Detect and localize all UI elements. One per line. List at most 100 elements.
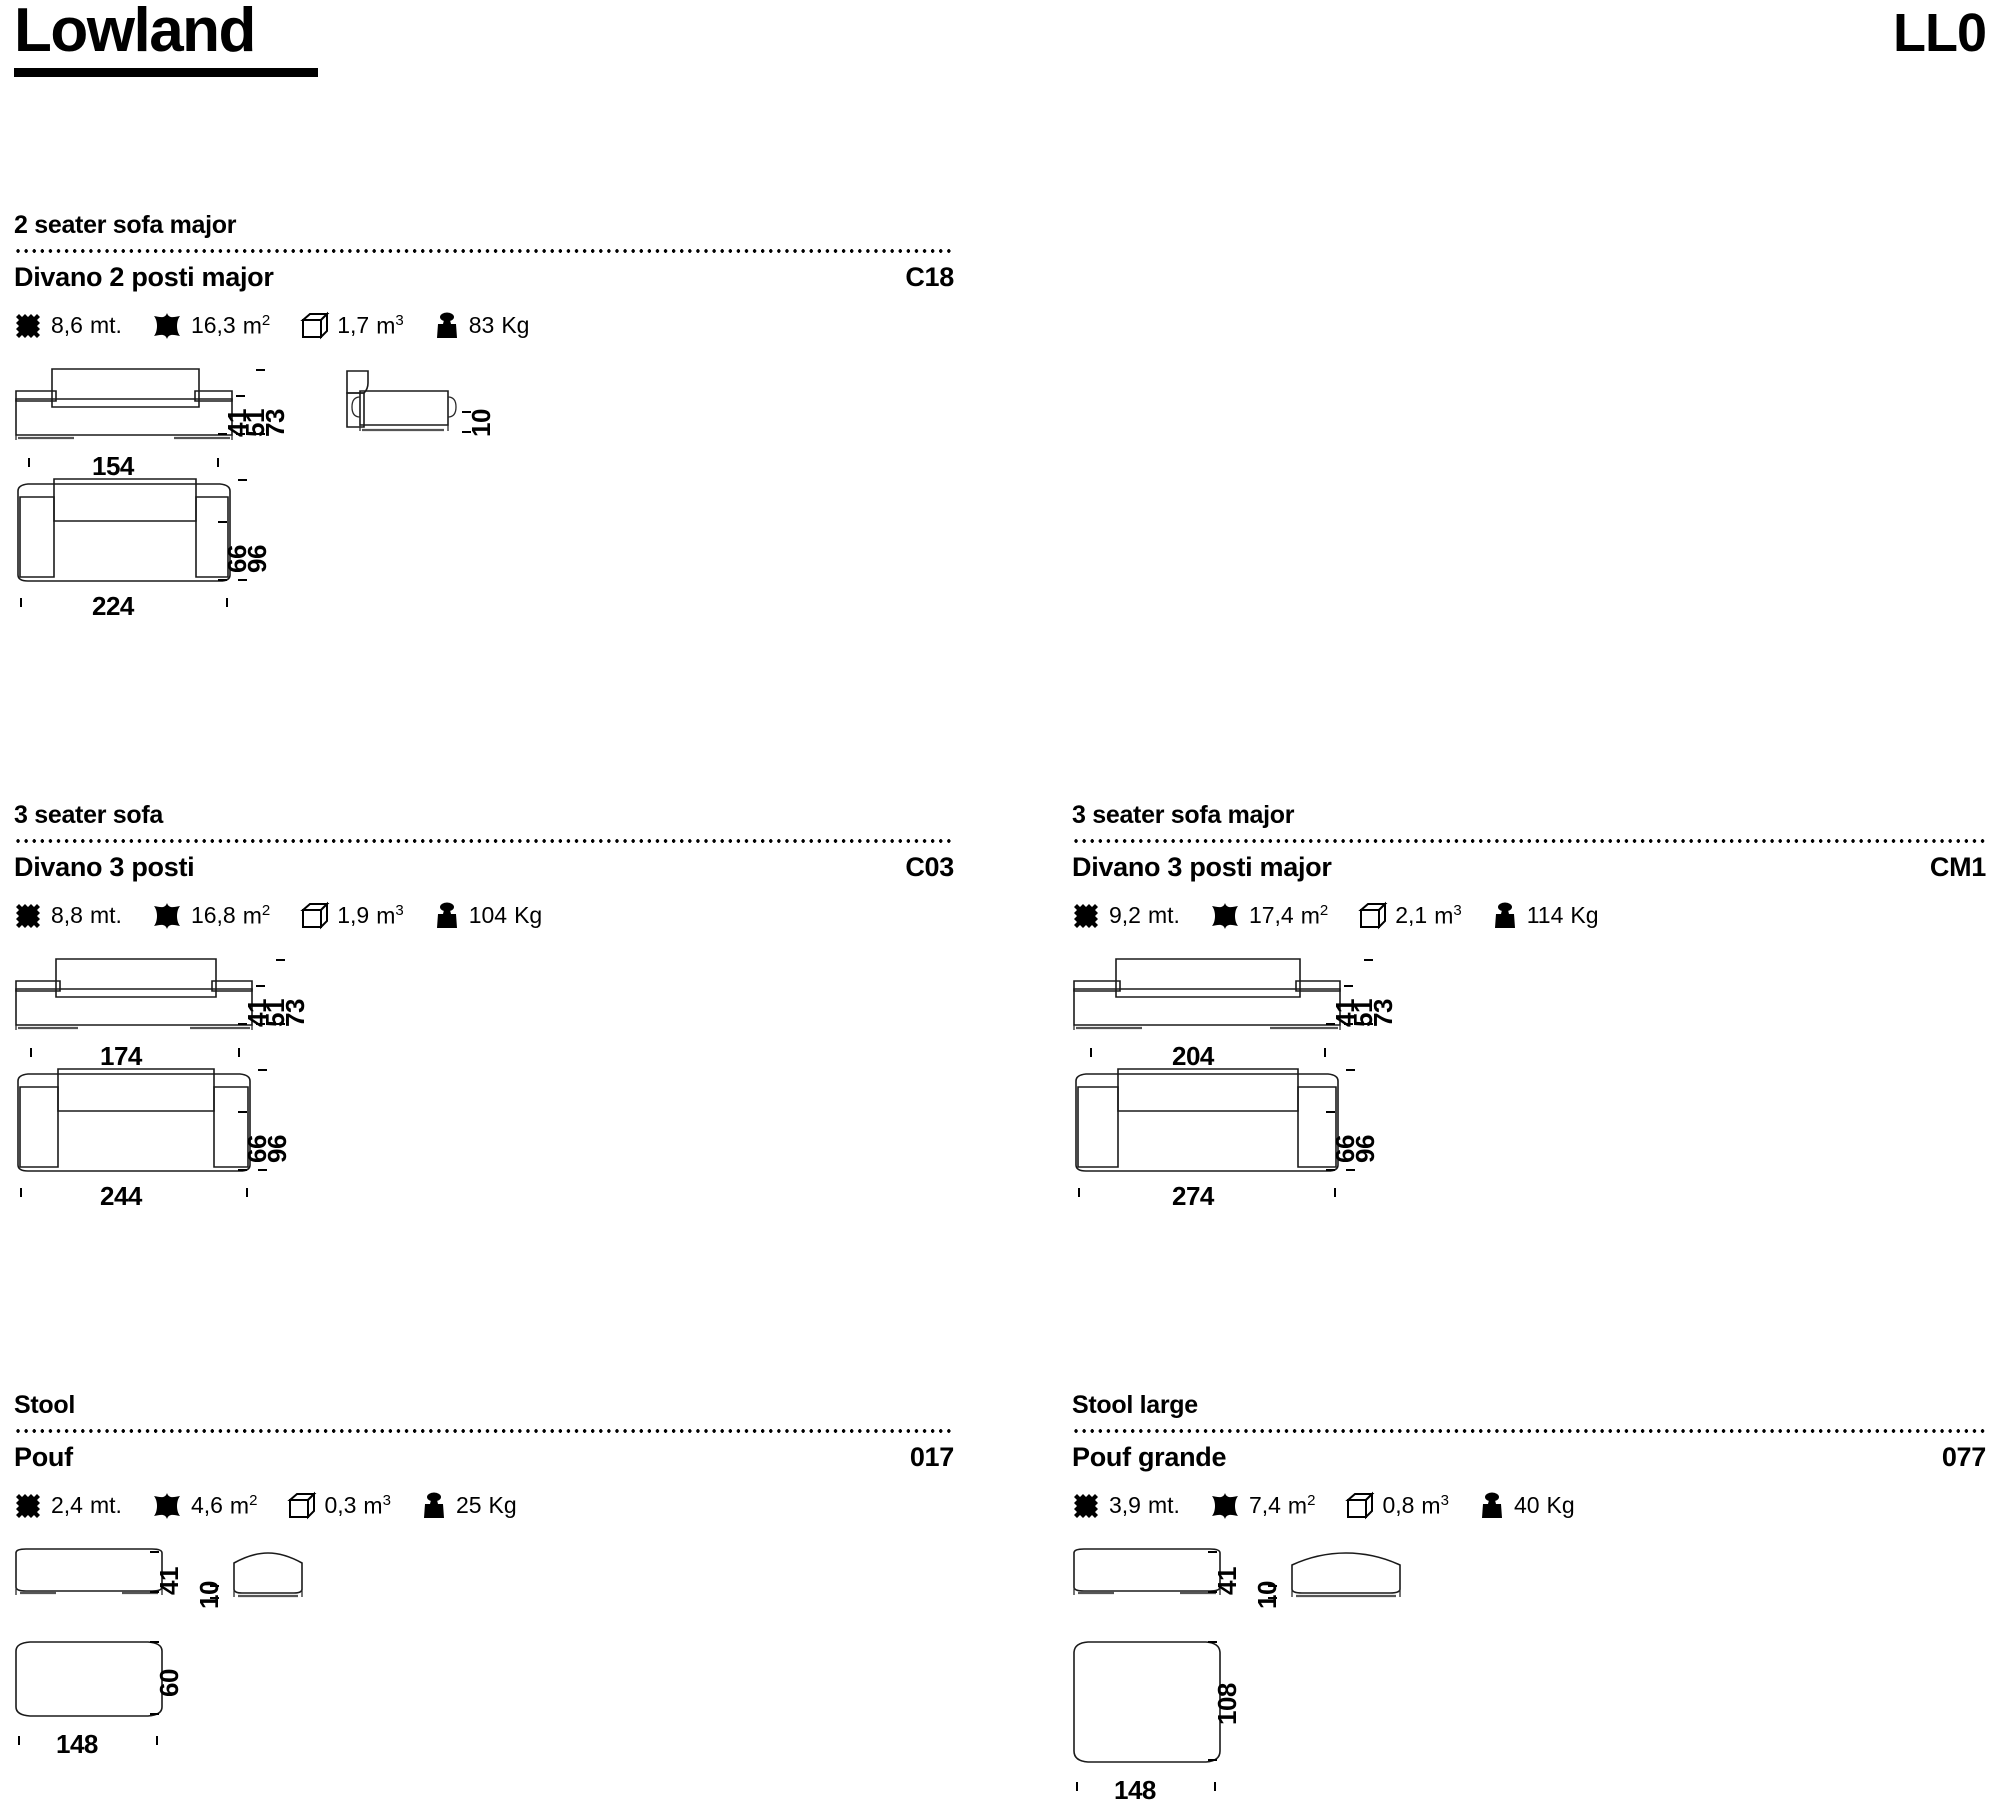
spec-row: 8,6 mt. 16,3 m2 1,7 m3 bbox=[14, 309, 954, 343]
product-title-it: Pouf grande bbox=[1072, 1441, 1227, 1472]
drawings-stool-large: 41 10 108 148 bbox=[1072, 1547, 1986, 1805]
product-title-en: Stool large bbox=[1072, 1391, 1198, 1419]
page-code: LL0 bbox=[1892, 3, 1987, 63]
product-divider bbox=[14, 248, 954, 253]
product-code: C18 bbox=[905, 261, 954, 292]
product-block-stool: Stool Pouf 017 2,4 mt. 4,6 m2 bbox=[14, 1391, 954, 1805]
spec-fabric-unit: mt. bbox=[89, 312, 122, 338]
volume-cube-icon bbox=[300, 901, 330, 929]
spec-volume: 0,3 m3 bbox=[287, 1491, 391, 1520]
spec-leather-unit: m2 bbox=[229, 1492, 258, 1519]
product-divider bbox=[14, 1428, 954, 1433]
title-underline bbox=[14, 68, 318, 77]
spec-weight-unit: Kg bbox=[501, 312, 530, 338]
spec-fabric-value: 9,2 bbox=[1109, 902, 1141, 928]
dim-total-depth: 96 bbox=[242, 544, 272, 573]
spec-leather-value: 4,6 bbox=[190, 1492, 223, 1518]
plan-view bbox=[1072, 1067, 1342, 1175]
leather-hide-icon bbox=[1211, 902, 1238, 929]
spec-volume-unit: m3 bbox=[376, 312, 404, 339]
spec-leather: 16,3 m2 bbox=[152, 312, 270, 340]
spec-volume-value: 0,8 bbox=[1382, 1492, 1415, 1518]
dim-front-width: 154 bbox=[92, 450, 134, 481]
product-title-en: 3 seater sofa major bbox=[1072, 801, 1295, 829]
spec-fabric: 2,4 mt. bbox=[14, 1492, 122, 1520]
spec-fabric: 8,6 mt. bbox=[14, 312, 122, 340]
spec-volume-unit: m3 bbox=[1421, 1492, 1449, 1519]
spec-leather: 17,4 m2 bbox=[1210, 902, 1328, 930]
spec-fabric: 3,9 mt. bbox=[1072, 1492, 1180, 1520]
spec-leather: 4,6 m2 bbox=[152, 1492, 258, 1520]
spec-volume-value: 2,1 bbox=[1395, 902, 1428, 928]
spec-volume-unit: m3 bbox=[376, 902, 404, 929]
plan-view bbox=[14, 1639, 164, 1719]
drawings-three-seater-sofa: 174 41 51 73 244 66 96 bbox=[14, 955, 954, 1245]
spec-fabric-unit: mt. bbox=[89, 1492, 122, 1518]
spec-weight: 25 Kg bbox=[421, 1492, 517, 1520]
spec-volume: 1,9 m3 bbox=[300, 901, 404, 930]
spec-leather: 16,8 m2 bbox=[152, 902, 270, 930]
spec-leather-value: 16,8 bbox=[190, 902, 236, 928]
spec-leather-unit: m2 bbox=[1300, 902, 1329, 929]
spec-fabric-unit: mt. bbox=[89, 902, 122, 928]
spec-weight: 40 Kg bbox=[1479, 1492, 1575, 1520]
product-subtitle-row: Pouf grande 077 bbox=[1072, 1442, 1986, 1473]
drawings-three-seater-sofa-major: 204 41 51 73 274 66 96 bbox=[1072, 955, 1986, 1245]
product-subtitle-row: Divano 2 posti major C18 bbox=[14, 262, 954, 293]
spec-fabric-unit: mt. bbox=[1147, 1492, 1180, 1518]
plan-view bbox=[1072, 1639, 1222, 1765]
spec-volume-unit: m3 bbox=[363, 1492, 391, 1519]
fabric-swatch-icon bbox=[16, 1493, 40, 1518]
spec-leather-unit: m2 bbox=[1287, 1492, 1316, 1519]
spec-volume: 1,7 m3 bbox=[300, 311, 404, 340]
weight-icon bbox=[1481, 1492, 1502, 1518]
product-code: C03 bbox=[905, 851, 954, 882]
spec-weight: 83 Kg bbox=[434, 312, 530, 340]
front-elevation-view bbox=[14, 365, 234, 450]
front-elevation-view bbox=[1072, 1547, 1222, 1607]
spec-weight-unit: Kg bbox=[488, 1492, 517, 1518]
product-code: CM1 bbox=[1929, 851, 1986, 882]
fabric-swatch-icon bbox=[16, 903, 40, 928]
spec-weight: 114 Kg bbox=[1492, 902, 1599, 930]
side-elevation-view bbox=[1290, 1551, 1402, 1611]
spec-volume: 0,8 m3 bbox=[1345, 1491, 1449, 1520]
spec-weight-value: 104 bbox=[468, 902, 508, 928]
dim-plan-width: 244 bbox=[100, 1180, 142, 1211]
spec-weight-unit: Kg bbox=[514, 902, 543, 928]
spec-volume-value: 0,3 bbox=[324, 1492, 357, 1518]
spec-weight-value: 83 bbox=[468, 312, 495, 338]
plan-view bbox=[14, 1067, 254, 1175]
product-block-three-seater-sofa-major: 3 seater sofa major Divano 3 posti major… bbox=[1072, 801, 1986, 1245]
product-title-it: Divano 3 posti major bbox=[1072, 851, 1332, 882]
spec-weight-value: 114 bbox=[1526, 902, 1564, 928]
spec-leather-unit: m2 bbox=[242, 902, 271, 929]
spec-leather-unit: m2 bbox=[242, 312, 271, 339]
leather-hide-icon bbox=[153, 902, 180, 929]
volume-cube-icon bbox=[1345, 1491, 1375, 1519]
spec-weight: 104 Kg bbox=[434, 902, 543, 930]
spec-volume-value: 1,7 bbox=[337, 312, 370, 338]
weight-icon bbox=[1494, 902, 1515, 928]
product-divider bbox=[14, 838, 954, 843]
spec-row: 2,4 mt. 4,6 m2 0,3 m3 bbox=[14, 1489, 954, 1523]
product-block-two-seater-sofa-major: 2 seater sofa major Divano 2 posti major… bbox=[14, 211, 954, 655]
product-divider bbox=[1072, 838, 1986, 843]
spec-weight-value: 40 bbox=[1513, 1492, 1540, 1518]
drawings-two-seater-sofa-major: 154 41 51 73 bbox=[14, 365, 954, 655]
page-title: Lowland bbox=[14, 0, 256, 65]
spec-volume-value: 1,9 bbox=[337, 902, 370, 928]
page-header: Lowland LL0 bbox=[0, 0, 2000, 110]
spec-row: 9,2 mt. 17,4 m2 2,1 m3 bbox=[1072, 899, 1986, 933]
dim-total-depth: 96 bbox=[262, 1134, 292, 1163]
plan-view bbox=[14, 477, 234, 585]
drawings-stool: 41 10 60 148 bbox=[14, 1547, 954, 1805]
product-title-en: 3 seater sofa bbox=[14, 801, 163, 829]
product-title-en: Stool bbox=[14, 1391, 75, 1419]
spec-leather-value: 16,3 bbox=[190, 312, 236, 338]
spec-fabric: 9,2 mt. bbox=[1072, 902, 1180, 930]
product-title-en: 2 seater sofa major bbox=[14, 211, 237, 239]
product-block-stool-large: Stool large Pouf grande 077 3,9 mt. 7,4 … bbox=[1072, 1391, 1986, 1805]
spec-leather: 7,4 m2 bbox=[1210, 1492, 1316, 1520]
